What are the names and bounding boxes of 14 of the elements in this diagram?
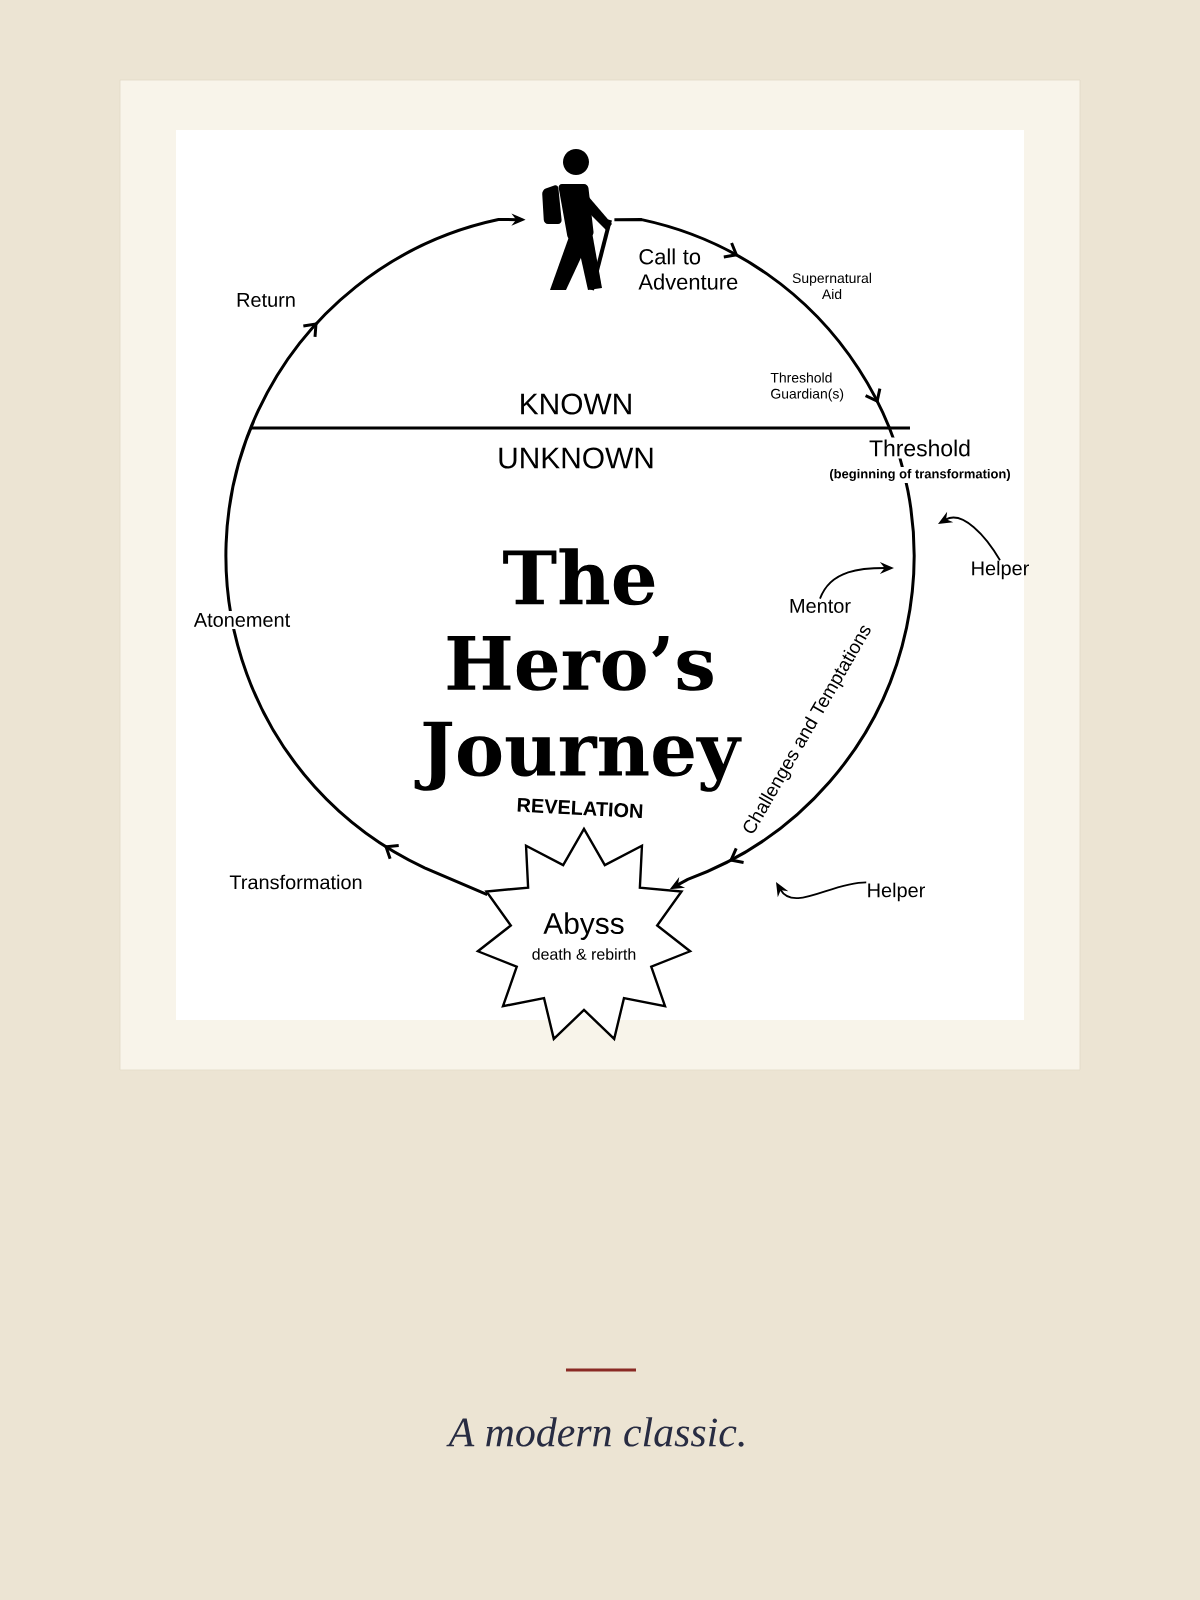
helper-label: Helper bbox=[972, 560, 1029, 580]
stage-label: Return bbox=[237, 293, 295, 307]
helper-label: Mentor bbox=[790, 599, 851, 613]
stage-label: Transformation bbox=[229, 874, 362, 890]
stage-label: Atonement bbox=[191, 611, 293, 629]
hiker-figure bbox=[542, 149, 612, 291]
title: The Hero’s Journey bbox=[414, 548, 742, 792]
region-label: KNOWN bbox=[521, 393, 631, 415]
leader-arrow bbox=[776, 881, 868, 900]
caption: A modern classic. bbox=[446, 1417, 744, 1447]
region-label: UNKNOWN bbox=[499, 447, 653, 469]
stage-label: Threshold bbox=[867, 437, 973, 459]
stage-label: Call to Adventure bbox=[638, 248, 738, 290]
helper-label: Helper bbox=[868, 882, 925, 902]
